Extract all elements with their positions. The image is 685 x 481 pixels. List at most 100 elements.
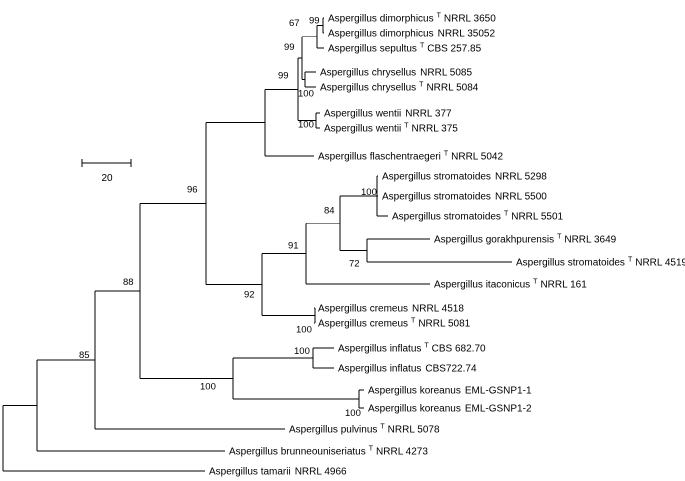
taxon-label: Aspergillus inflatus CBS722.74 (338, 364, 477, 375)
taxon-label: Aspergillus koreanus EML-GSNP1-2 (368, 404, 532, 415)
taxon-strain: NRRL 4519 (635, 258, 685, 269)
taxon-strain: NRRL 35052 (438, 29, 496, 40)
bootstrap-value: 100 (294, 346, 310, 357)
taxon-species: Aspergillus koreanus (368, 386, 461, 397)
taxon-species: Aspergillus gorakhpurensis (434, 235, 554, 246)
bootstrap-value: 100 (200, 382, 216, 393)
taxon-label: Aspergillus cremeus NRRL 4518 (318, 304, 464, 315)
type-strain-marker: T (437, 13, 442, 20)
taxon-strain: NRRL 377 (405, 109, 452, 120)
taxon-species: Aspergillus inflatus (338, 364, 421, 375)
taxon-species: Aspergillus tamarii (209, 467, 291, 478)
bootstrap-value: 91 (288, 241, 299, 252)
type-strain-marker: T (628, 257, 633, 264)
bootstrap-value: 100 (298, 120, 314, 131)
bootstrap-value: 85 (79, 350, 90, 361)
taxon-strain: EML-GSNP1-1 (465, 386, 532, 397)
taxon-label: Aspergillus stromatoides NRRL 5500 (382, 192, 547, 203)
taxon-label: Aspergillus dimorphicus NRRL 35052 (328, 29, 495, 40)
taxon-species: Aspergillus inflatus (338, 344, 421, 355)
taxon-strain: NRRL 5042 (451, 152, 503, 163)
taxon-species: Aspergillus cremeus (318, 304, 408, 315)
bootstrap-value: 100 (361, 187, 377, 198)
taxon-species: Aspergillus pulvinus (289, 425, 377, 436)
type-strain-marker: T (411, 318, 416, 325)
taxon-species: Aspergillus stromatoides (516, 258, 625, 269)
bootstrap-value: 67 (289, 18, 300, 29)
type-strain-marker: T (444, 151, 449, 158)
taxon-strain: NRRL 5084 (426, 83, 478, 94)
taxon-species: Aspergillus stromatoides (392, 212, 501, 223)
taxon-species: Aspergillus stromatoides (382, 172, 491, 183)
taxon-strain: CBS722.74 (425, 364, 477, 375)
bootstrap-value: 99 (284, 42, 295, 53)
taxon-strain: EML-GSNP1-2 (465, 404, 532, 415)
taxon-strain: NRRL 5085 (420, 68, 472, 79)
bootstrap-value: 72 (349, 259, 360, 270)
type-strain-marker: T (557, 234, 562, 241)
bootstrap-value: 99 (278, 70, 289, 81)
taxon-strain: CBS 682.70 (432, 344, 486, 355)
taxon-strain: NRRL 5078 (388, 425, 440, 436)
taxon-species: Aspergillus stromatoides (382, 192, 491, 203)
taxon-strain: NRRL 375 (412, 124, 459, 135)
taxon-species: Aspergillus chrysellus (320, 83, 416, 94)
taxon-label: Aspergillus tamarii NRRL 4966 (209, 467, 347, 478)
taxon-species: Aspergillus sepultus (328, 44, 417, 55)
taxon-strain: NRRL 5500 (495, 192, 547, 203)
type-strain-marker: T (404, 123, 409, 130)
type-strain-marker: T (504, 211, 509, 218)
bootstrap-value: 84 (324, 205, 335, 216)
bootstrap-value: 92 (244, 290, 255, 301)
type-strain-marker: T (380, 424, 385, 431)
type-strain-marker: T (369, 446, 374, 453)
bootstrap-value: 96 (187, 185, 198, 196)
taxon-label: Aspergillus koreanus EML-GSNP1-1 (368, 386, 532, 397)
taxon-species: Aspergillus dimorphicus (328, 29, 434, 40)
taxon-species: Aspergillus cremeus (318, 319, 408, 330)
taxon-strain: NRRL 4273 (376, 447, 428, 458)
taxon-strain: NRRL 5501 (511, 212, 563, 223)
type-strain-marker: T (533, 279, 538, 286)
type-strain-marker: T (420, 43, 425, 50)
taxon-species: Aspergillus itaconicus (434, 280, 530, 291)
scale-bar: 20 (81, 159, 132, 184)
scale-bar-label: 20 (101, 173, 113, 184)
taxon-strain: NRRL 4518 (412, 304, 464, 315)
taxon-strain: NRRL 161 (540, 280, 587, 291)
bootstrap-value: 99 (309, 16, 320, 27)
taxon-strain: NRRL 4966 (295, 467, 347, 478)
taxon-species: Aspergillus chrysellus (320, 68, 416, 79)
taxon-species: Aspergillus brunneouniseriatus (229, 447, 366, 458)
taxon-label: Aspergillus chrysellus NRRL 5085 (320, 68, 472, 79)
taxon-strain: NRRL 3650 (444, 14, 496, 25)
bootstrap-value: 100 (296, 325, 312, 336)
taxon-label: Aspergillus wentii NRRL 377 (324, 109, 452, 120)
taxon-species: Aspergillus dimorphicus (328, 14, 434, 25)
bootstrap-value: 100 (345, 408, 361, 419)
taxon-species: Aspergillus wentii (324, 109, 401, 120)
taxon-strain: NRRL 5298 (495, 172, 547, 183)
taxon-strain: NRRL 5081 (418, 319, 470, 330)
taxon-species: Aspergillus koreanus (368, 404, 461, 415)
bootstrap-value: 100 (298, 89, 314, 100)
taxon-label: Aspergillus stromatoides NRRL 5298 (382, 172, 547, 183)
type-strain-marker: T (419, 82, 424, 89)
bootstrap-value: 88 (123, 277, 134, 288)
type-strain-marker: T (424, 343, 429, 350)
taxon-strain: NRRL 3649 (564, 235, 616, 246)
taxon-species: Aspergillus wentii (324, 124, 401, 135)
